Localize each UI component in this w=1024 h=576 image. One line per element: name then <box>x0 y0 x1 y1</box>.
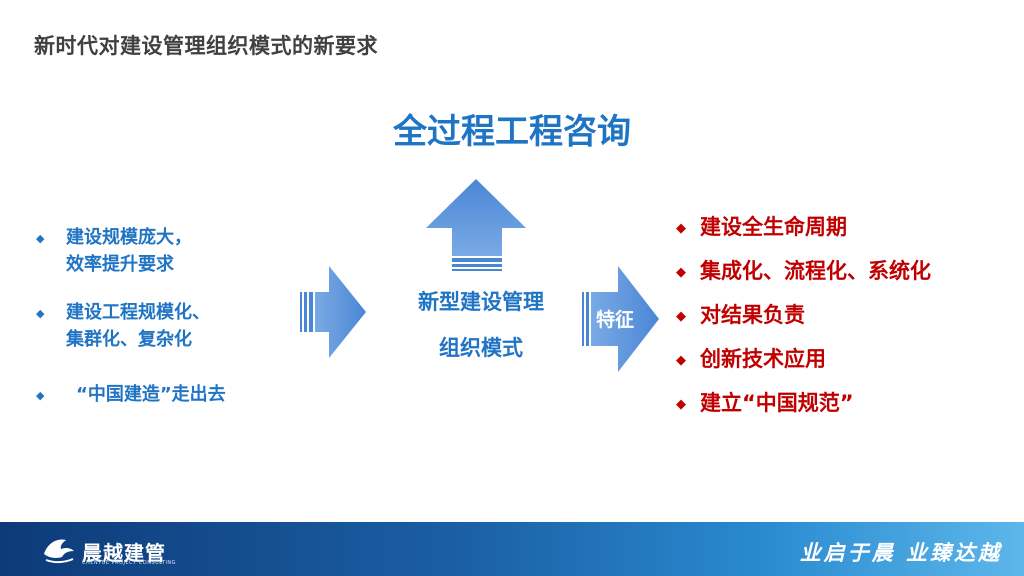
list-item: ◆ 建立“中国规范” <box>676 388 854 422</box>
footer-bar <box>0 522 1024 576</box>
list-item-text: 建设规模庞大， <box>66 227 192 248</box>
list-item-text: 建立“中国规范” <box>700 391 854 415</box>
up-arrow-icon <box>426 179 526 271</box>
diamond-bullet-icon: ◆ <box>676 309 686 324</box>
list-item-text: 对结果负责 <box>700 303 805 327</box>
list-item-text: 集群化、复杂化 <box>66 329 192 350</box>
list-item: ◆ 创新技术应用 <box>676 344 826 378</box>
logo-subtitle: CHENYUE PROJECT CONSULTING <box>82 560 177 566</box>
diamond-bullet-icon: ◆ <box>676 353 686 368</box>
diamond-bullet-icon: ◆ <box>676 265 686 280</box>
right-arrow-icon <box>300 266 366 358</box>
logo-icon <box>44 539 74 564</box>
footer-slogan: 业启于晨 业臻达越 <box>799 540 1002 565</box>
list-item-text: 建设全生命周期 <box>700 215 847 239</box>
list-item-text: 集成化、流程化、系统化 <box>700 259 931 283</box>
list-item: ◆ 建设全生命周期 <box>676 212 847 246</box>
list-item-text: 创新技术应用 <box>700 347 826 371</box>
diamond-bullet-icon: ◆ <box>676 397 686 412</box>
diamond-bullet-icon: ◆ <box>36 232 45 245</box>
feature-arrow-label: 特征 <box>596 309 635 331</box>
diamond-bullet-icon: ◆ <box>36 307 45 320</box>
diamond-bullet-icon: ◆ <box>676 221 686 236</box>
diamond-bullet-icon: ◆ <box>36 389 45 402</box>
feature-arrow-icon <box>582 266 659 372</box>
list-item-text: “中国建造”走出去 <box>76 384 226 405</box>
logo-text: 晨越建管 <box>82 541 166 565</box>
center-label-line1: 新型建设管理 <box>418 290 544 314</box>
list-item-text: 效率提升要求 <box>66 254 174 275</box>
list-item: ◆ 对结果负责 <box>676 300 805 334</box>
main-title: 全过程工程咨询 <box>393 112 631 152</box>
list-item: ◆ 集成化、流程化、系统化 <box>676 256 931 290</box>
center-label-line2: 组织模式 <box>439 336 523 360</box>
page-title: 新时代对建设管理组织模式的新要求 <box>34 34 378 58</box>
list-item-text: 建设工程规模化、 <box>66 302 210 323</box>
